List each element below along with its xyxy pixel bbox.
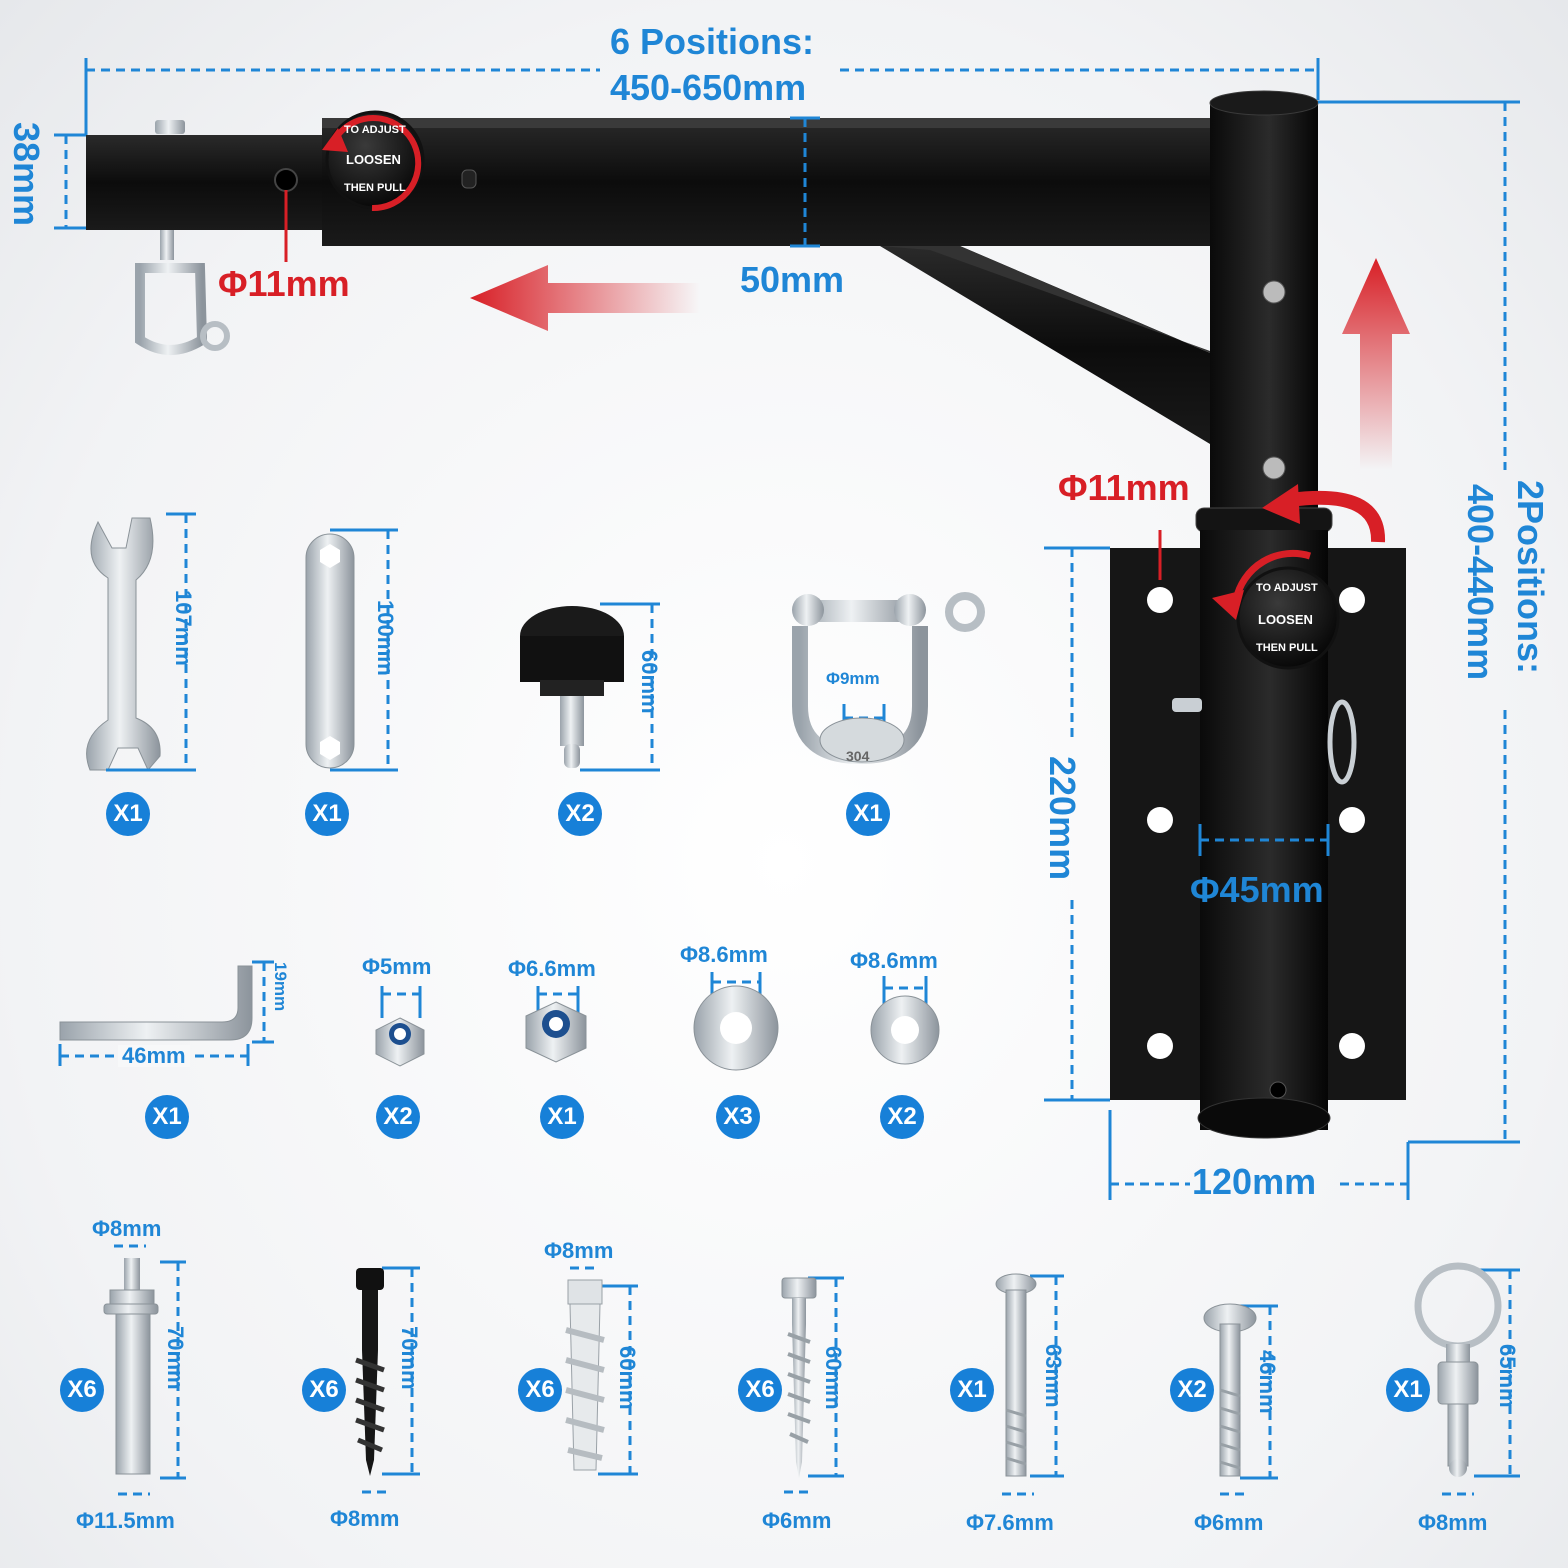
wrench-qty-badge: X1 bbox=[106, 792, 150, 836]
bracket-arm bbox=[86, 118, 1250, 450]
arm-knob-bottom-text: THEN PULL bbox=[344, 182, 406, 194]
row2-dim-lines bbox=[58, 960, 928, 1066]
carriage-bolt-dim: 46mm bbox=[1255, 1350, 1280, 1414]
post-knob-center-text: LOOSEN bbox=[1258, 612, 1313, 627]
raise-up-arrow bbox=[1342, 258, 1410, 470]
hex-key-height-dim: 19mm bbox=[271, 962, 290, 1012]
arm-knob-top-text: TO ADJUST bbox=[344, 124, 406, 136]
ring-pin-icon bbox=[1414, 1262, 1502, 1477]
rotate-arrow bbox=[1262, 484, 1385, 543]
post-hole-label: Φ11mm bbox=[1058, 467, 1190, 508]
arm-length-label-line1: 6 Positions: bbox=[610, 21, 815, 62]
button-bolt-dim: 63mm bbox=[1041, 1344, 1066, 1408]
flat-wrench-icon bbox=[305, 533, 355, 769]
lock-nut-small-qty-badge: X2 bbox=[376, 1095, 420, 1139]
arm-shackle bbox=[135, 120, 230, 355]
washer-a-icon bbox=[693, 985, 779, 1071]
flat-wrench-qty-badge: X1 bbox=[305, 792, 349, 836]
wall-anchor-qty-badge: X6 bbox=[518, 1368, 562, 1412]
dimension-lines bbox=[54, 58, 1520, 1200]
ring-pin-bottom-dim: Φ8mm bbox=[1418, 1510, 1488, 1535]
washer-b-qty-badge: X2 bbox=[880, 1095, 924, 1139]
plate-width-label: 120mm bbox=[1192, 1161, 1317, 1202]
washer-b-dim: Φ8.6mm bbox=[850, 948, 938, 973]
hex-key-icon bbox=[59, 965, 253, 1041]
lock-nut-large-qty-badge: X1 bbox=[540, 1095, 584, 1139]
wall-anchor-top-dim: Φ8mm bbox=[544, 1238, 614, 1263]
expansion-bolt-dim: 70mm bbox=[163, 1326, 188, 1390]
hex-screw-bottom-dim: Φ6mm bbox=[762, 1508, 832, 1533]
post-height-label-line2: 400-440mm bbox=[1460, 484, 1501, 681]
washer-a-dim: Φ8.6mm bbox=[680, 942, 768, 967]
expansion-bolt-qty-badge: X6 bbox=[60, 1368, 104, 1412]
hex-key-qty-badge: X1 bbox=[145, 1095, 189, 1139]
hex-screw-dim: 60mm bbox=[821, 1346, 846, 1410]
shackle-qty-badge: X1 bbox=[846, 792, 890, 836]
lag-screw-qty-badge: X6 bbox=[302, 1368, 346, 1412]
carriage-bolt-qty-badge: X2 bbox=[1170, 1368, 1214, 1412]
pull-knob-dim: 60mm bbox=[637, 650, 662, 714]
arm-height-label: 38mm bbox=[6, 122, 47, 227]
shackle-stamp: 304 bbox=[846, 748, 870, 764]
lock-nut-large-dim: Φ6.6mm bbox=[508, 956, 596, 981]
hex-screw-icon bbox=[781, 1277, 817, 1478]
expansion-bolt-icon bbox=[103, 1258, 159, 1475]
pull-knob-qty-badge: X2 bbox=[558, 792, 602, 836]
wall-anchor-icon bbox=[565, 1279, 605, 1471]
plate-height-label: 220mm bbox=[1042, 756, 1083, 881]
arm-knob-center-text: LOOSEN bbox=[346, 152, 401, 167]
row3-dim-lines bbox=[114, 1244, 1520, 1496]
post-knob-top-text: TO ADJUST bbox=[1256, 582, 1318, 594]
extend-left-arrow bbox=[470, 265, 700, 331]
carriage-bolt-bottom-dim: Φ6mm bbox=[1194, 1510, 1264, 1535]
hex-key-width-dim: 46mm bbox=[118, 1045, 190, 1067]
ring-pin-qty-badge: X1 bbox=[1386, 1368, 1430, 1412]
wrench-dim: 107mm bbox=[171, 590, 196, 666]
button-bolt-qty-badge: X1 bbox=[950, 1368, 994, 1412]
lag-screw-icon bbox=[355, 1268, 385, 1476]
expansion-bolt-bottom-dim: Φ11.5mm bbox=[76, 1508, 175, 1533]
flat-wrench-dim: 100mm bbox=[373, 600, 398, 676]
lag-screw-bottom-dim: Φ8mm bbox=[330, 1506, 400, 1531]
washer-b-icon bbox=[870, 995, 940, 1065]
button-bolt-icon bbox=[995, 1273, 1037, 1477]
arm-knob-icon bbox=[322, 110, 425, 212]
swivel-shackle-icon bbox=[792, 592, 985, 765]
washer-a-qty-badge: X3 bbox=[716, 1095, 760, 1139]
hex-screw-qty-badge: X6 bbox=[738, 1368, 782, 1412]
lock-nut-small-icon bbox=[375, 1017, 425, 1067]
arm-width-label: 50mm bbox=[740, 259, 845, 300]
lag-screw-dim: 70mm bbox=[397, 1326, 422, 1390]
post-height-label-line1: 2Positions: bbox=[1510, 480, 1551, 675]
post-knob-bottom-text: THEN PULL bbox=[1256, 642, 1318, 654]
ring-pin-dim: 65mm bbox=[1495, 1344, 1520, 1408]
arm-length-label-line2: 450-650mm bbox=[610, 67, 807, 108]
post-knob-icon bbox=[1212, 549, 1340, 670]
button-bolt-bottom-dim: Φ7.6mm bbox=[966, 1510, 1054, 1535]
lock-nut-small-dim: Φ5mm bbox=[362, 954, 432, 979]
open-end-wrench-icon bbox=[86, 517, 161, 771]
carriage-bolt-icon bbox=[1203, 1303, 1257, 1477]
post-diameter-label: Φ45mm bbox=[1190, 869, 1324, 910]
shackle-hole-label: Φ11mm bbox=[218, 263, 350, 304]
shackle-dim: Φ9mm bbox=[826, 669, 880, 688]
lock-nut-large-icon bbox=[525, 1001, 587, 1063]
expansion-bolt-top-dim: Φ8mm bbox=[92, 1216, 162, 1241]
bracket-post bbox=[1195, 90, 1333, 533]
pull-knob-icon bbox=[520, 606, 624, 768]
row1-dim-lines bbox=[106, 512, 886, 772]
wall-anchor-dim: 60mm bbox=[615, 1346, 640, 1410]
